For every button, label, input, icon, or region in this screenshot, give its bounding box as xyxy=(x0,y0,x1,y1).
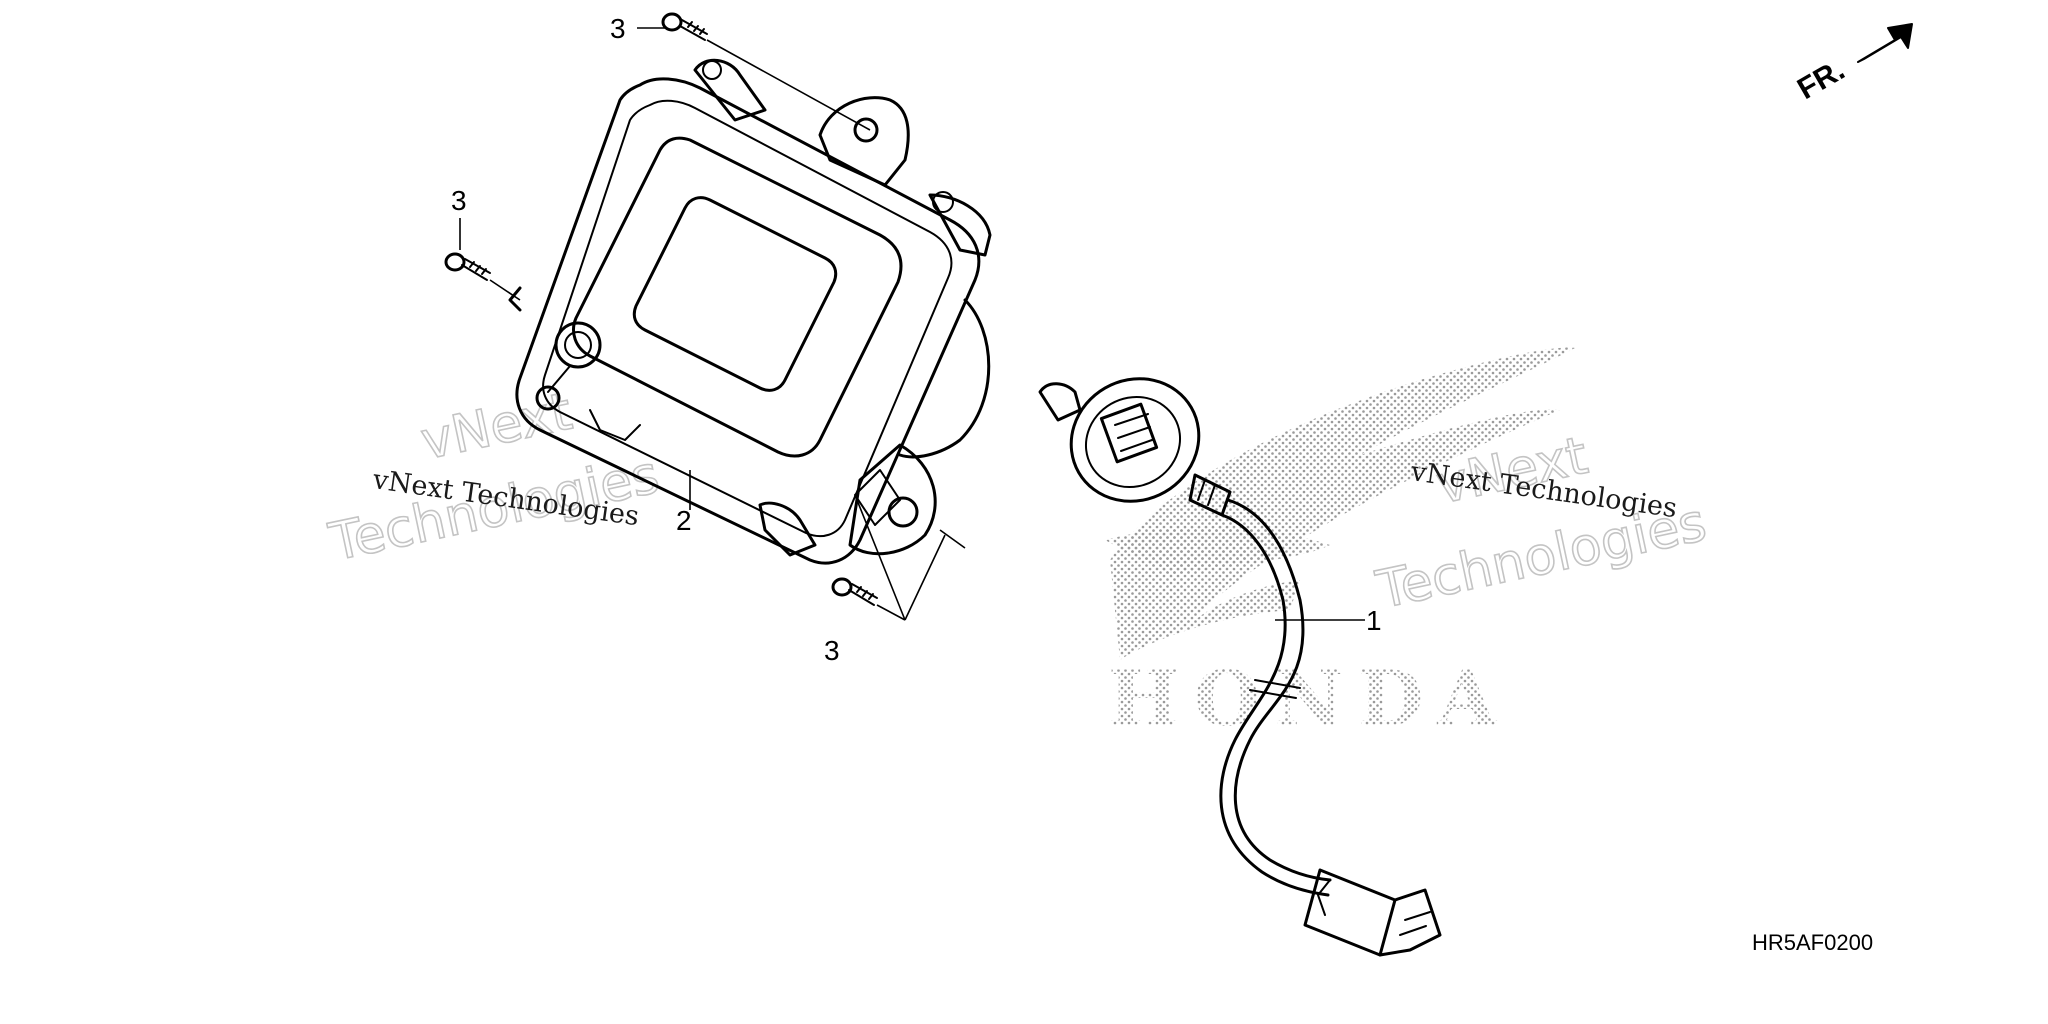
honda-wing-logo: HONDA xyxy=(1105,347,1575,743)
callout-2: 2 xyxy=(676,505,692,536)
bolt-bottom xyxy=(831,577,878,606)
watermark-outline-line1: vNext xyxy=(416,382,577,472)
diagram-code: HR5AF0200 xyxy=(1752,930,1873,955)
meter-assembly xyxy=(508,59,992,565)
callout-3-top: 3 xyxy=(610,13,626,44)
bolt-left xyxy=(444,252,491,281)
front-direction-indicator: FR. xyxy=(1792,23,1913,106)
callout-3-bottom: 3 xyxy=(824,635,840,666)
bolt-top xyxy=(661,12,708,41)
front-direction-label: FR. xyxy=(1792,53,1850,106)
leader-lines xyxy=(459,27,1365,621)
wire-harness xyxy=(1038,377,1442,957)
front-arrow-icon xyxy=(1857,23,1913,63)
honda-logo-text: HONDA xyxy=(1108,654,1510,743)
callout-1: 1 xyxy=(1366,605,1382,636)
watermark-left: vNext Technologies xyxy=(323,381,665,574)
callout-3-left: 3 xyxy=(451,185,467,216)
